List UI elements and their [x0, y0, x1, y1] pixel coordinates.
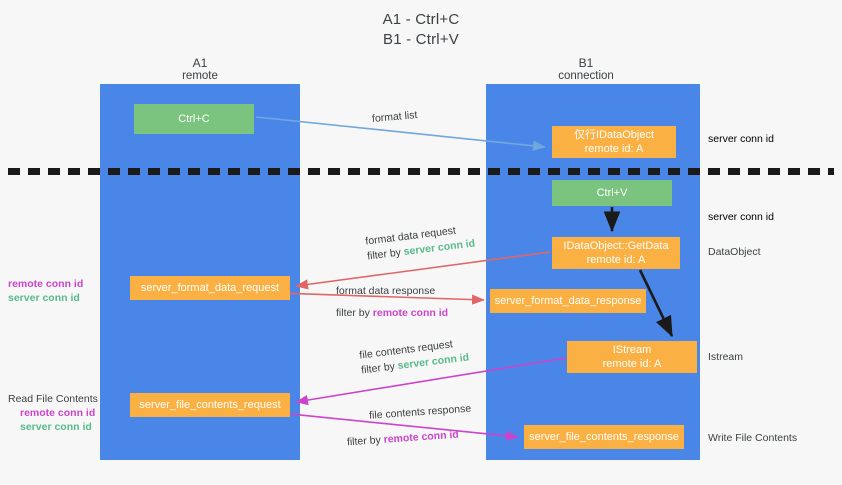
- box-get-data-sub: remote id: A: [586, 254, 646, 266]
- column-header-b1: B1 connection: [486, 57, 686, 83]
- edge-label-format-data-response: format data response filter by remote co…: [336, 284, 448, 321]
- box-data-object-sub: remote id: A: [584, 143, 644, 155]
- side-label-server-conn-id-mid: server conn id: [708, 211, 774, 223]
- box-server-format-data-request[interactable]: server_format_data_request: [130, 276, 290, 300]
- side-label-read-file-contents-heading: Read File Contents: [8, 393, 98, 405]
- title-line-2: B1 - Ctrl+V: [383, 31, 459, 48]
- page-title: A1 - Ctrl+C B1 - Ctrl+V: [0, 10, 842, 50]
- filter-value-remote-conn-id: remote conn id: [383, 428, 460, 446]
- box-get-data[interactable]: IDataObject::GetData remote id: A: [552, 237, 680, 269]
- box-server-file-contents-response[interactable]: server_file_contents_response: [524, 425, 684, 449]
- box-server-format-data-request-label: server_format_data_request: [140, 282, 280, 294]
- box-server-file-contents-request[interactable]: server_file_contents_request: [130, 393, 290, 417]
- edge-label-format-data-response-line1: format data response: [336, 285, 436, 297]
- box-server-format-data-response[interactable]: server_format_data_response: [490, 289, 646, 313]
- box-data-object-label: 仅行IDataObject: [573, 129, 655, 141]
- side-label-format-conn-ids: remote conn id server conn id: [8, 277, 83, 305]
- phase-divider: [8, 168, 834, 175]
- box-istream-sub: remote id: A: [602, 358, 662, 370]
- filter-prefix: filter by: [336, 307, 373, 319]
- edge-label-format-data-request: format data request filter by server con…: [365, 221, 476, 264]
- side-label-data-object: DataObject: [708, 246, 761, 258]
- side-label-server-conn-id: server conn id: [20, 421, 92, 433]
- box-server-file-contents-response-label: server_file_contents_response: [529, 431, 679, 443]
- edge-label-file-contents-request: file contents request filter by server c…: [359, 335, 470, 378]
- box-ctrl-v[interactable]: Ctrl+V: [552, 180, 672, 206]
- side-label-read-file-contents: Read File Contents remote conn id server…: [8, 392, 98, 434]
- side-label-istream: Istream: [708, 351, 744, 363]
- filter-prefix: filter by: [346, 433, 385, 449]
- box-data-object[interactable]: 仅行IDataObject remote id: A: [552, 126, 676, 158]
- edge-label-file-contents-response-filter: filter by remote conn id: [347, 427, 474, 451]
- box-ctrl-c[interactable]: Ctrl+C: [134, 104, 254, 134]
- filter-prefix: filter by: [360, 360, 399, 377]
- column-header-a1: A1 remote: [100, 57, 300, 83]
- side-label-remote-conn-id: remote conn id: [8, 278, 84, 290]
- edge-label-format-list-text: format list: [371, 109, 418, 125]
- box-server-file-contents-request-label: server_file_contents_request: [139, 399, 281, 411]
- box-ctrl-c-label: Ctrl+C: [178, 113, 210, 125]
- side-label-remote-conn-id: remote conn id: [20, 407, 96, 419]
- column-a1-name: A1: [192, 56, 208, 70]
- box-get-data-label: IDataObject::GetData: [563, 240, 669, 252]
- side-label-server-conn-id-top: server conn id: [708, 133, 774, 145]
- box-istream[interactable]: IStream remote id: A: [567, 341, 697, 373]
- column-b1-role: connection: [558, 70, 614, 82]
- side-label-write-file-contents: Write File Contents: [708, 432, 798, 444]
- box-server-format-data-response-label: server_format_data_response: [494, 295, 642, 307]
- filter-prefix: filter by: [366, 246, 405, 263]
- filter-value-remote-conn-id: remote conn id: [372, 307, 449, 319]
- edge-label-file-contents-response: file contents response filter by remote …: [345, 402, 474, 451]
- edge-label-file-contents-response-line1: file contents response: [368, 402, 472, 422]
- title-line-1: A1 - Ctrl+C: [382, 11, 460, 28]
- side-label-server-conn-id: server conn id: [8, 292, 80, 304]
- edge-label-format-data-response-filter: filter by remote conn id: [336, 306, 448, 321]
- edge-label-format-list: format list: [371, 108, 418, 127]
- column-b1-name: B1: [578, 56, 594, 70]
- column-a1-role: remote: [182, 70, 218, 82]
- box-istream-label: IStream: [612, 344, 652, 356]
- box-ctrl-v-label: Ctrl+V: [596, 187, 628, 199]
